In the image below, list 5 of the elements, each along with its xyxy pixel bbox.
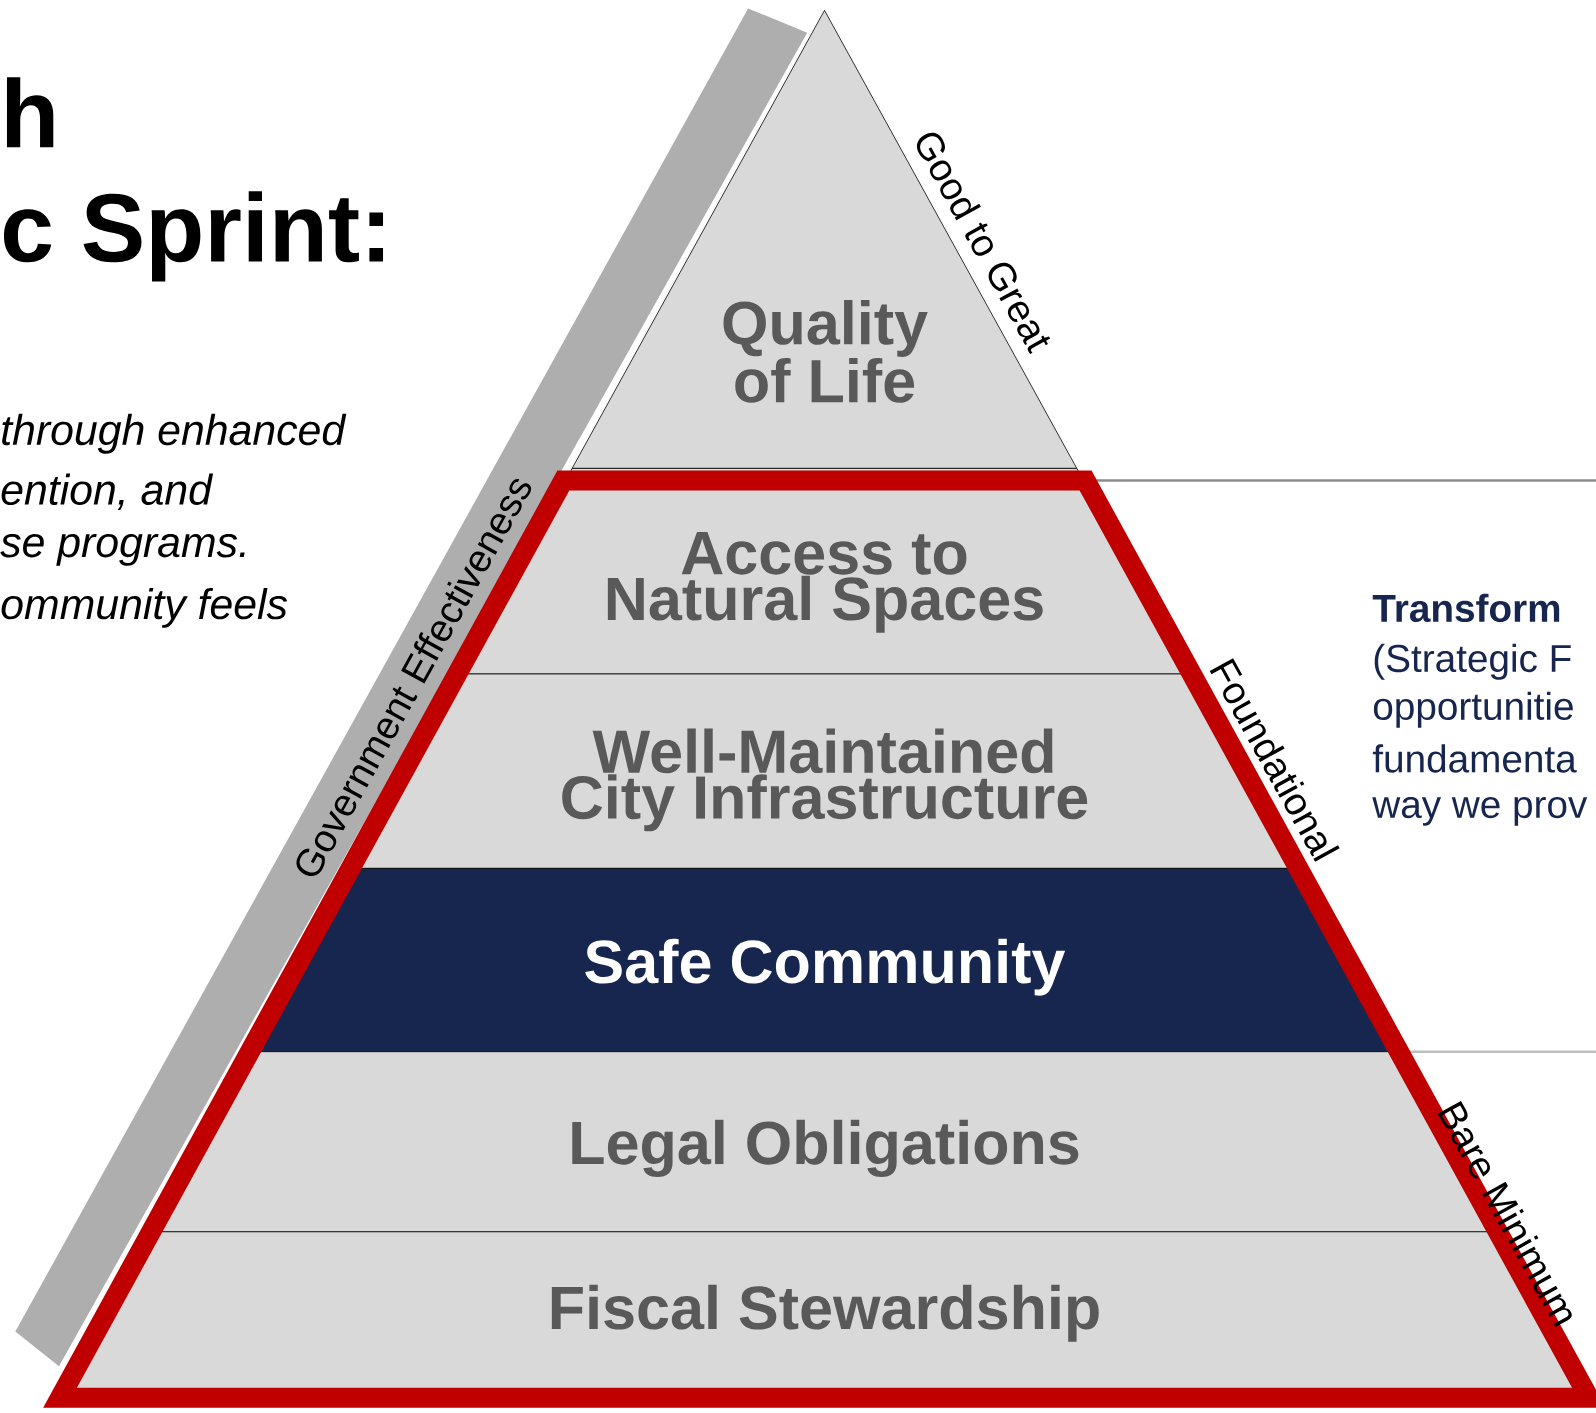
body-text: (Strategic F [1374, 643, 1571, 680]
body-text: fundamenta [1372, 744, 1577, 773]
heading-text: Transform [1372, 593, 1560, 623]
body-text: way we prov [1372, 796, 1588, 826]
body-text: opportunitie [1373, 691, 1573, 728]
